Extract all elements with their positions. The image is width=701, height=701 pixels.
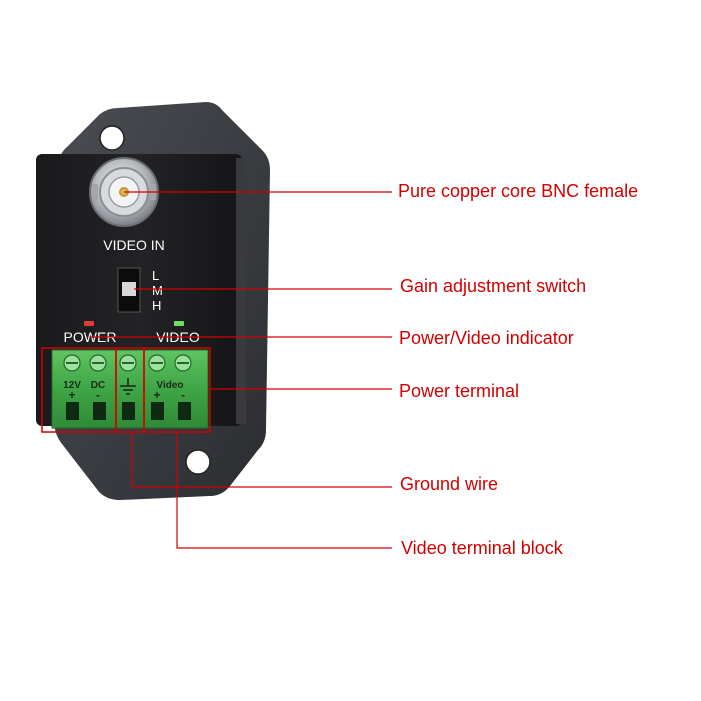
terminal-holes xyxy=(66,402,191,420)
callout-indicator: Power/Video indicator xyxy=(399,328,574,348)
terminal-minus-video: - xyxy=(181,388,185,402)
power-led xyxy=(84,321,94,326)
callout-bnc: Pure copper core BNC female xyxy=(398,181,639,201)
leader-line-ground xyxy=(131,432,392,488)
mounting-hole-bottom xyxy=(185,449,211,475)
terminal-label-dc: DC xyxy=(91,380,105,391)
switch-label-h: H xyxy=(152,298,161,313)
video-led xyxy=(174,321,184,326)
terminal-label-video: Video xyxy=(156,380,183,391)
terminal-plus-video: + xyxy=(153,388,160,402)
switch-label-m: M xyxy=(152,283,163,298)
terminal-screws xyxy=(63,354,192,372)
switch-label-l: L xyxy=(152,268,159,283)
terminal-label-12v: 12V xyxy=(63,380,81,391)
leader-line-video-terminal xyxy=(176,432,392,549)
gain-switch xyxy=(117,267,141,313)
bnc-label: VIDEO IN xyxy=(103,237,164,253)
terminal-plus-power: + xyxy=(68,388,75,402)
mounting-hole-top xyxy=(99,125,125,151)
terminal-minus-power: - xyxy=(96,388,100,402)
callout-ground: Ground wire xyxy=(400,474,499,494)
callout-power-terminal: Power terminal xyxy=(399,381,520,401)
callout-video-terminal: Video terminal block xyxy=(401,538,563,558)
callout-gain: Gain adjustment switch xyxy=(400,276,587,296)
body-side-edge xyxy=(236,158,246,424)
ground-symbol-icon xyxy=(120,378,136,395)
